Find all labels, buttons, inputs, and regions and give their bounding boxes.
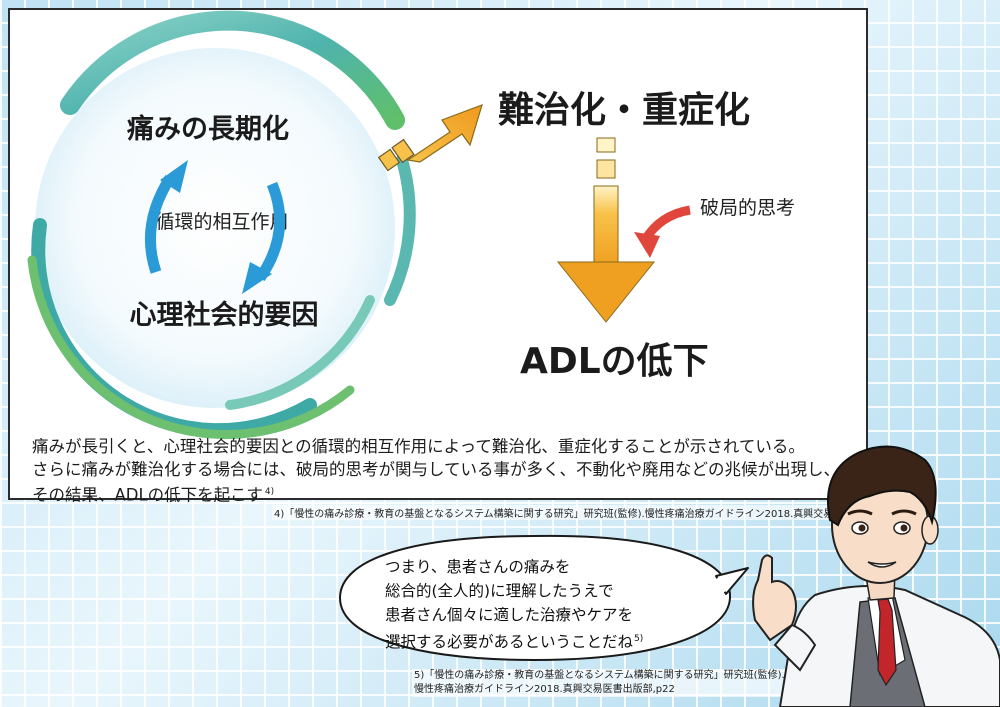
footnote-marker-5: 5) — [634, 634, 644, 644]
speech-line-3: 患者さん個々に適した治療やケアを — [385, 606, 634, 624]
description-line-1: 痛みが長引くと、心理社会的要因との循環的相互作用によって難治化、重症化することが… — [32, 437, 805, 456]
diagram-panel: 痛みの長期化 循環的相互作用 心理社会的要因 難治化・重症化 破局的思考 — [8, 8, 868, 505]
cycle-top-label: 痛みの長期化 — [127, 113, 289, 145]
diagonal-orange-arrow — [377, 104, 483, 172]
footnote-marker-4: 4) — [264, 487, 275, 497]
outcome-bottom-label: ADLの低下 — [520, 341, 709, 382]
speech-line-4: 選択する必要があるということだね5) — [385, 633, 644, 652]
ring-arc-far-right — [384, 154, 416, 306]
ring-arc-outer — [27, 255, 355, 440]
speech-text: つまり、患者さんの痛みを 総合的(全人的)に理解したうえで 患者さん個々に適した… — [385, 555, 705, 654]
speech-line-2: 総合的(全人的)に理解したうえで — [385, 582, 614, 600]
vertical-orange-arrow — [556, 137, 656, 323]
cycle-bottom-label: 心理社会的要因 — [130, 299, 319, 331]
outcome-top-label: 難治化・重症化 — [498, 90, 750, 131]
description-line-2: さらに痛みが難治化する場合には、破局的思考が関与している事が多く、不動化や廃用な… — [32, 460, 841, 479]
cycle-diagram: 痛みの長期化 循環的相互作用 心理社会的要因 難治化・重症化 破局的思考 — [27, 10, 795, 440]
side-factor-label: 破局的思考 — [700, 197, 795, 219]
reference-5: 5)「慢性の痛み診療・教育の基盤となるシステム構築に関する研究」研究班(監修).… — [412, 669, 787, 697]
blue-arrow-up — [144, 175, 175, 274]
description-text: 痛みが長引くと、心理社会的要因との循環的相互作用によって難治化、重症化することが… — [32, 435, 862, 507]
doctor-illustration — [752, 445, 1000, 707]
cycle-middle-label: 循環的相互作用 — [155, 211, 288, 233]
blue-arrow-up-head — [160, 160, 188, 193]
ring-arc-top — [60, 10, 405, 130]
red-arrow — [634, 205, 691, 258]
speech-line-1: つまり、患者さんの痛みを — [385, 558, 571, 576]
ring-arc-right — [225, 295, 375, 410]
reference-4: 4)「慢性の痛み診療・教育の基盤となるシステム構築に関する研究」研究班(監修).… — [272, 505, 908, 520]
cycle-circle — [35, 48, 395, 408]
speech-bubble — [338, 534, 749, 662]
blue-arrow-down — [255, 181, 286, 282]
blue-arrow-down-head — [242, 262, 272, 294]
